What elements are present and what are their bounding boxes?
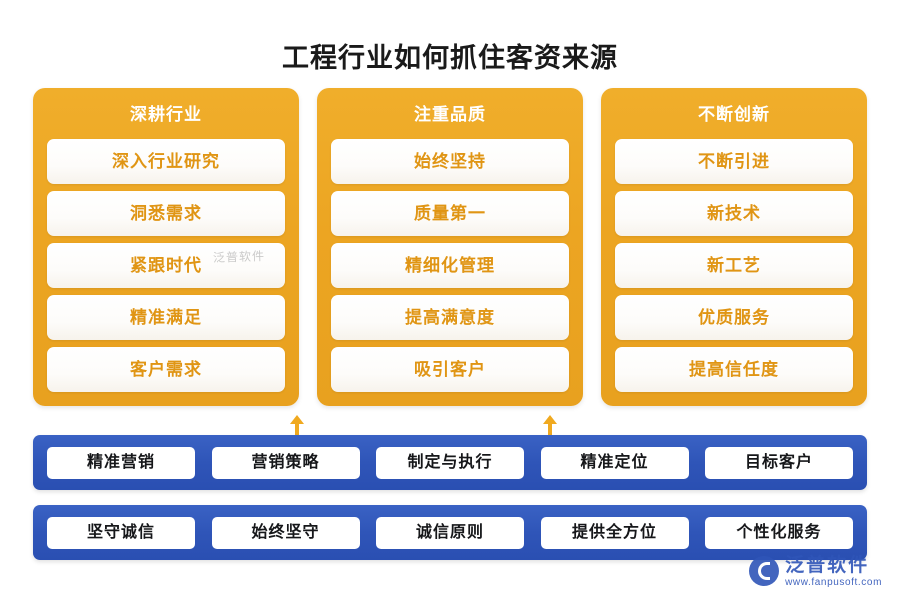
column-item[interactable]: 洞悉需求: [47, 191, 285, 236]
column-item[interactable]: 新技术: [615, 191, 853, 236]
bar-chip[interactable]: 精准营销: [47, 446, 195, 479]
bar-chip[interactable]: 个性化服务: [705, 516, 853, 549]
column-quality: 注重品质 始终坚持 质量第一 精细化管理 提高满意度 吸引客户: [317, 88, 583, 406]
column-item[interactable]: 始终坚持: [331, 139, 569, 184]
column-item[interactable]: 不断引进: [615, 139, 853, 184]
bar-chip[interactable]: 营销策略: [211, 446, 360, 479]
logo-url: www.fanpusoft.com: [785, 576, 882, 588]
bar-chip[interactable]: 制定与执行: [376, 446, 524, 479]
columns-group: 深耕行业 深入行业研究 洞悉需求 紧跟时代 精准满足 客户需求 注重品质 始终坚…: [33, 88, 867, 406]
column-deep-industry: 深耕行业 深入行业研究 洞悉需求 紧跟时代 精准满足 客户需求: [33, 88, 299, 406]
column-item[interactable]: 客户需求: [47, 347, 285, 392]
bar-chip[interactable]: 始终坚守: [211, 516, 360, 549]
column-header: 不断创新: [698, 105, 770, 124]
marketing-bar: 精准营销 营销策略 制定与执行 精准定位 目标客户: [33, 435, 867, 490]
column-innovation: 不断创新 不断引进 新技术 新工艺 优质服务 提高信任度: [601, 88, 867, 406]
column-item[interactable]: 提高满意度: [331, 295, 569, 340]
column-item[interactable]: 深入行业研究: [47, 139, 285, 184]
column-item[interactable]: 精准满足: [47, 295, 285, 340]
arrow-up-icon: [543, 415, 557, 447]
bar-chip[interactable]: 目标客户: [705, 446, 853, 479]
column-item[interactable]: 新工艺: [615, 243, 853, 288]
column-item[interactable]: 吸引客户: [331, 347, 569, 392]
column-item[interactable]: 精细化管理: [331, 243, 569, 288]
bar-chip[interactable]: 坚守诚信: [47, 516, 195, 549]
bar-chip[interactable]: 提供全方位: [540, 516, 689, 549]
column-item[interactable]: 优质服务: [615, 295, 853, 340]
integrity-bar: 坚守诚信 始终坚守 诚信原则 提供全方位 个性化服务: [33, 505, 867, 560]
column-header: 深耕行业: [130, 105, 202, 124]
arrow-up-icon: [290, 415, 304, 447]
column-item[interactable]: 紧跟时代: [47, 243, 285, 288]
logo-mark-icon: [749, 556, 780, 587]
page-title: 工程行业如何抓住客资来源: [282, 43, 618, 73]
column-item[interactable]: 质量第一: [331, 191, 569, 236]
column-item[interactable]: 提高信任度: [615, 347, 853, 392]
column-header: 注重品质: [414, 105, 486, 124]
bar-chip[interactable]: 精准定位: [540, 446, 689, 479]
bar-chip[interactable]: 诚信原则: [376, 516, 524, 549]
